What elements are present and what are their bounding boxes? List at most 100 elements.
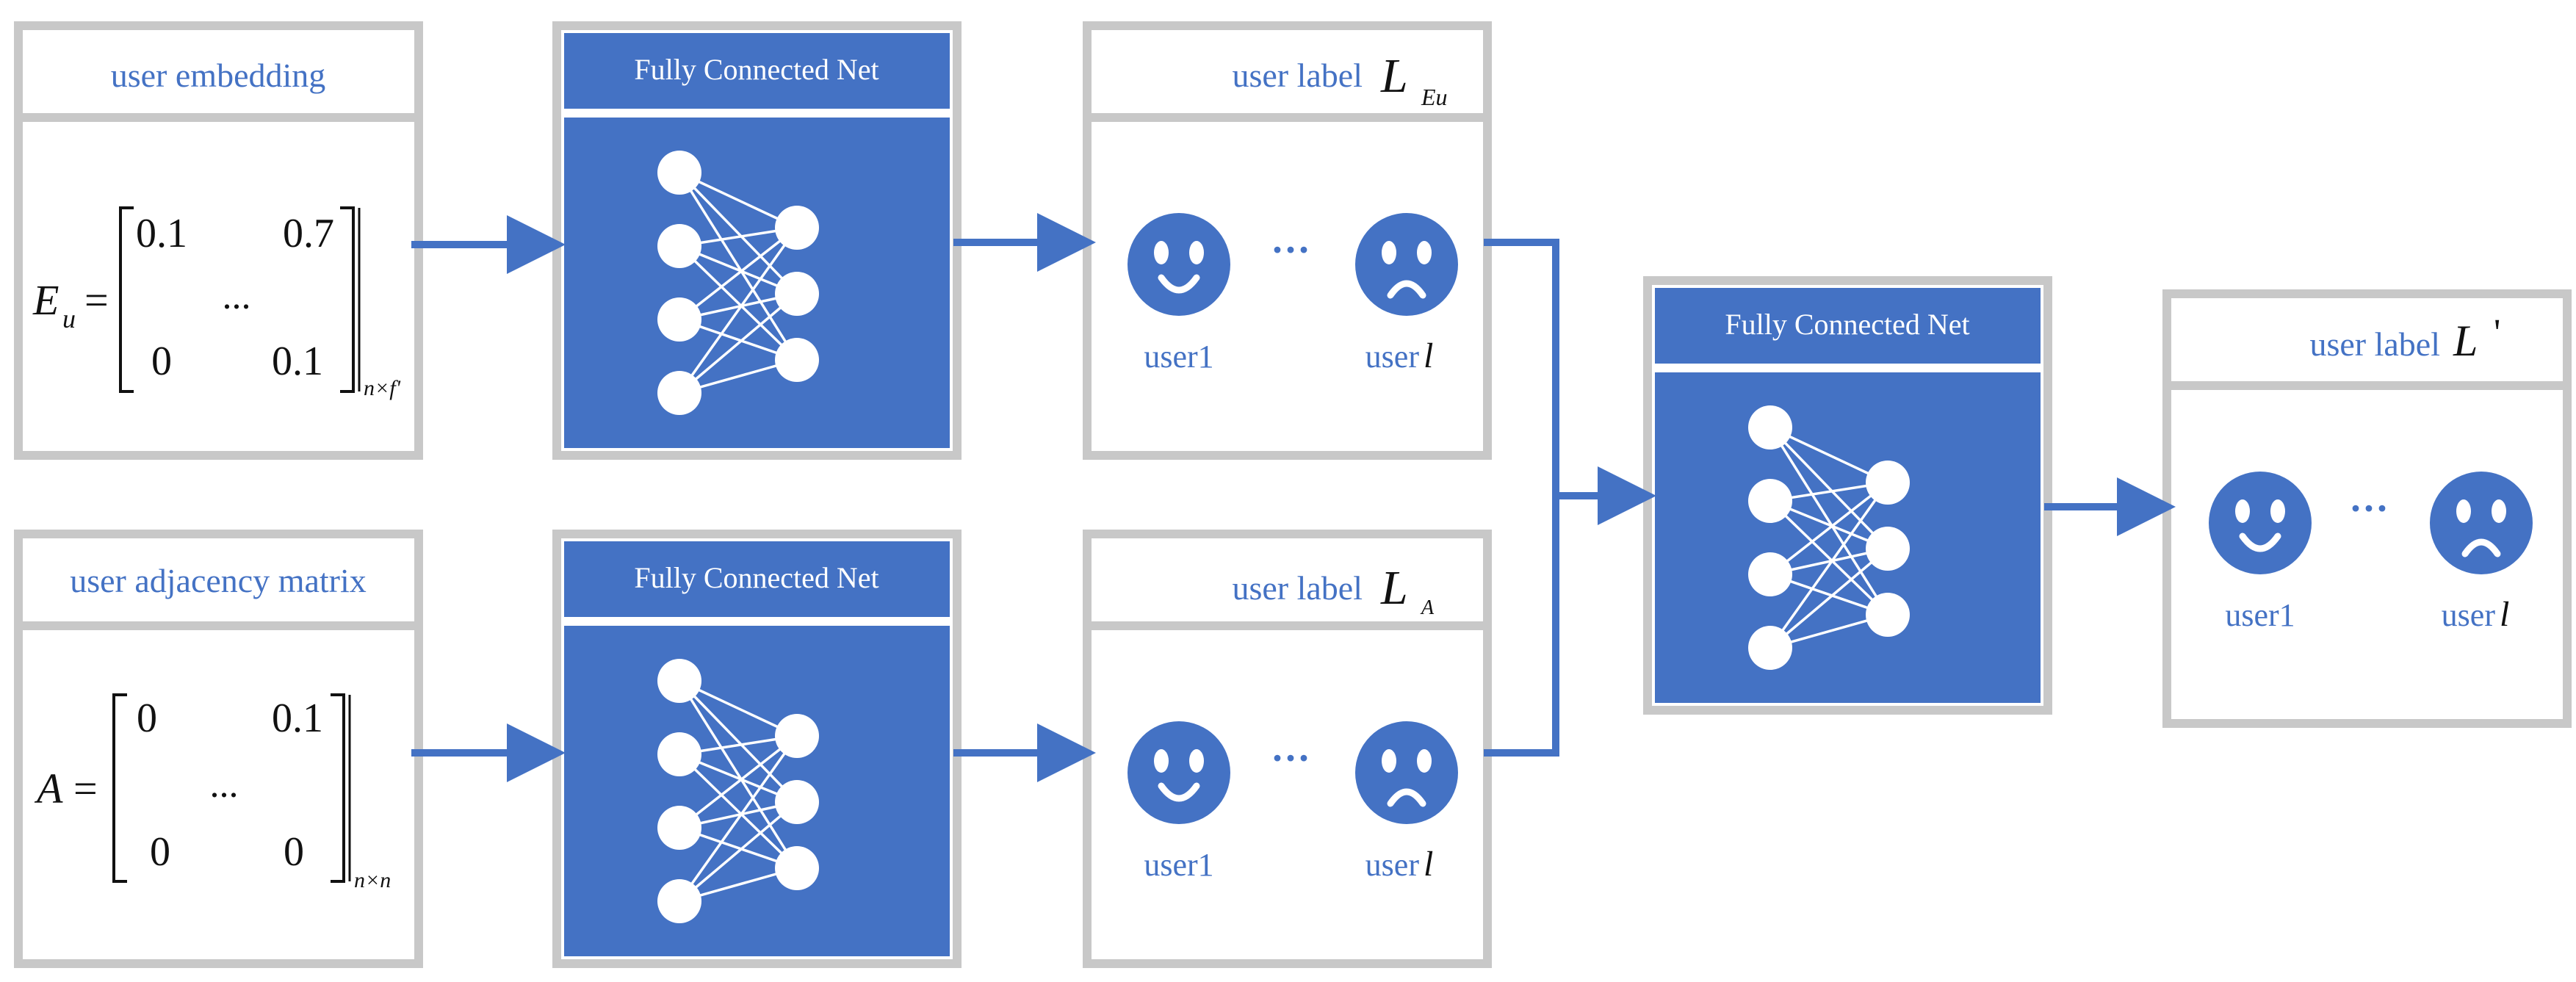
adjacency-panel-title: user adjacency matrix xyxy=(70,562,367,599)
nn-input-node xyxy=(657,297,701,342)
face-left-eye xyxy=(1382,749,1396,773)
face-right-eye xyxy=(1417,241,1432,264)
nn-edge xyxy=(678,680,798,869)
nn-edge xyxy=(678,292,798,394)
nn-input-node xyxy=(1748,552,1792,596)
face-right-eye xyxy=(2492,499,2506,523)
nn-input-node xyxy=(1748,479,1792,523)
nn-edge xyxy=(1769,499,1889,616)
face-disc xyxy=(2209,472,2312,574)
nn-edge xyxy=(1769,427,1889,615)
label-eu-ellipsis: ··· xyxy=(1271,228,1310,272)
label-eu-symbol: L xyxy=(1380,49,1408,103)
label-a-first-user: user1 xyxy=(1144,847,1213,883)
face-left-eye xyxy=(1154,749,1169,773)
label-a-subscript: A xyxy=(1420,596,1435,619)
fcn-bottom-title: Fully Connected Net xyxy=(634,561,878,594)
label-a-last-user-index: l xyxy=(1424,845,1433,884)
fcn-merge-header xyxy=(1655,288,2041,364)
nn-edge xyxy=(678,734,798,829)
nn-input-node xyxy=(1748,626,1792,670)
label-final-first-user: user1 xyxy=(2225,597,2295,633)
adjacency-cell-r2c1: 0 xyxy=(150,829,170,875)
embedding-right-bracket xyxy=(340,206,355,393)
nn-edge xyxy=(678,226,798,394)
face-disc xyxy=(2430,472,2533,574)
fcn-bottom-header xyxy=(564,541,950,617)
nn-input-node xyxy=(657,879,701,923)
label-final-title: user label xyxy=(2309,325,2440,363)
nn-edge xyxy=(678,171,798,295)
fcn-merge-title: Fully Connected Net xyxy=(1725,308,1969,341)
label-final-last-user-prefix: user xyxy=(2442,597,2496,633)
face-disc xyxy=(1128,721,1230,824)
face-smile xyxy=(1158,782,1200,802)
adjacency-left-bracket xyxy=(112,693,127,883)
nn-input-node xyxy=(657,659,701,703)
embedding-left-bracket xyxy=(119,206,134,393)
face-left-eye xyxy=(2456,499,2471,523)
label-final-ellipsis: ··· xyxy=(2349,486,2389,530)
embedding-cell-r2c2: 0.1 xyxy=(272,339,323,384)
neural-network-icon xyxy=(1748,405,1910,670)
embedding-dims: n×f' xyxy=(364,376,401,400)
face-left-eye xyxy=(2235,499,2250,523)
adjacency-panel-frame xyxy=(14,530,423,968)
nn-output-node xyxy=(775,780,819,824)
label-eu-title: user label xyxy=(1232,57,1363,94)
nn-edge xyxy=(1769,481,1889,649)
adjacency-right-bracket xyxy=(331,693,345,883)
adjacency-cell-r2c2: 0 xyxy=(284,829,304,875)
smiley-face-icon xyxy=(1128,213,1230,316)
embedding-cell-middle: ... xyxy=(223,275,251,317)
face-frown xyxy=(2461,538,2501,557)
adjacency-cell-r1c1: 0 xyxy=(137,696,157,741)
fcn-top-header xyxy=(564,33,950,109)
face-right-eye xyxy=(1189,241,1204,264)
neural-network-icon xyxy=(657,659,819,923)
label-final-last-user-index: l xyxy=(2500,595,2509,634)
adjacency-input-panel: user adjacency matrix A = 0 0.1 ... 0 0 … xyxy=(14,530,423,968)
nn-edge xyxy=(1769,547,1889,649)
label-eu-last-user-index: l xyxy=(1424,336,1433,375)
embedding-lhs-symbol: E xyxy=(32,276,59,324)
nn-input-node xyxy=(657,806,701,850)
nn-edge xyxy=(678,245,798,361)
face-right-eye xyxy=(1417,749,1432,773)
adjacency-lhs-symbol: A xyxy=(34,765,63,812)
label-final-prime: ' xyxy=(2494,312,2500,354)
fcn-bottom-panel: Fully Connected Net xyxy=(552,530,962,968)
label-eu-first-user: user1 xyxy=(1144,339,1213,375)
label-a-ellipsis: ··· xyxy=(1271,736,1310,780)
embedding-lhs-subscript: u xyxy=(62,304,76,333)
label-a-title: user label xyxy=(1232,569,1363,607)
fcn-top-panel: Fully Connected Net xyxy=(552,21,962,460)
label-final-symbol: L xyxy=(2453,317,2478,365)
nn-edge xyxy=(678,172,798,361)
face-smile xyxy=(1158,274,1200,294)
adjacency-cell-r1c2: 0.1 xyxy=(272,696,323,741)
face-disc xyxy=(1355,213,1458,316)
smiley-face-icon xyxy=(1128,721,1230,824)
nn-input-node xyxy=(657,371,701,415)
nn-input-node xyxy=(1748,405,1792,450)
face-left-eye xyxy=(1382,241,1396,264)
neural-network-icon xyxy=(657,151,819,415)
nn-edge xyxy=(678,226,798,321)
embedding-cell-r2c1: 0 xyxy=(151,339,172,384)
nn-output-node xyxy=(1866,527,1910,571)
label-eu-last-user-prefix: user xyxy=(1365,339,1420,375)
label-a-last-user-prefix: user xyxy=(1365,847,1420,883)
face-frown xyxy=(1387,788,1426,807)
face-left-eye xyxy=(1154,241,1169,264)
nn-output-node xyxy=(775,206,819,250)
label-a-symbol: L xyxy=(1380,561,1408,615)
embedding-cell-r1c1: 0.1 xyxy=(136,211,187,256)
nn-output-node xyxy=(1866,593,1910,637)
nn-output-node xyxy=(775,338,819,382)
